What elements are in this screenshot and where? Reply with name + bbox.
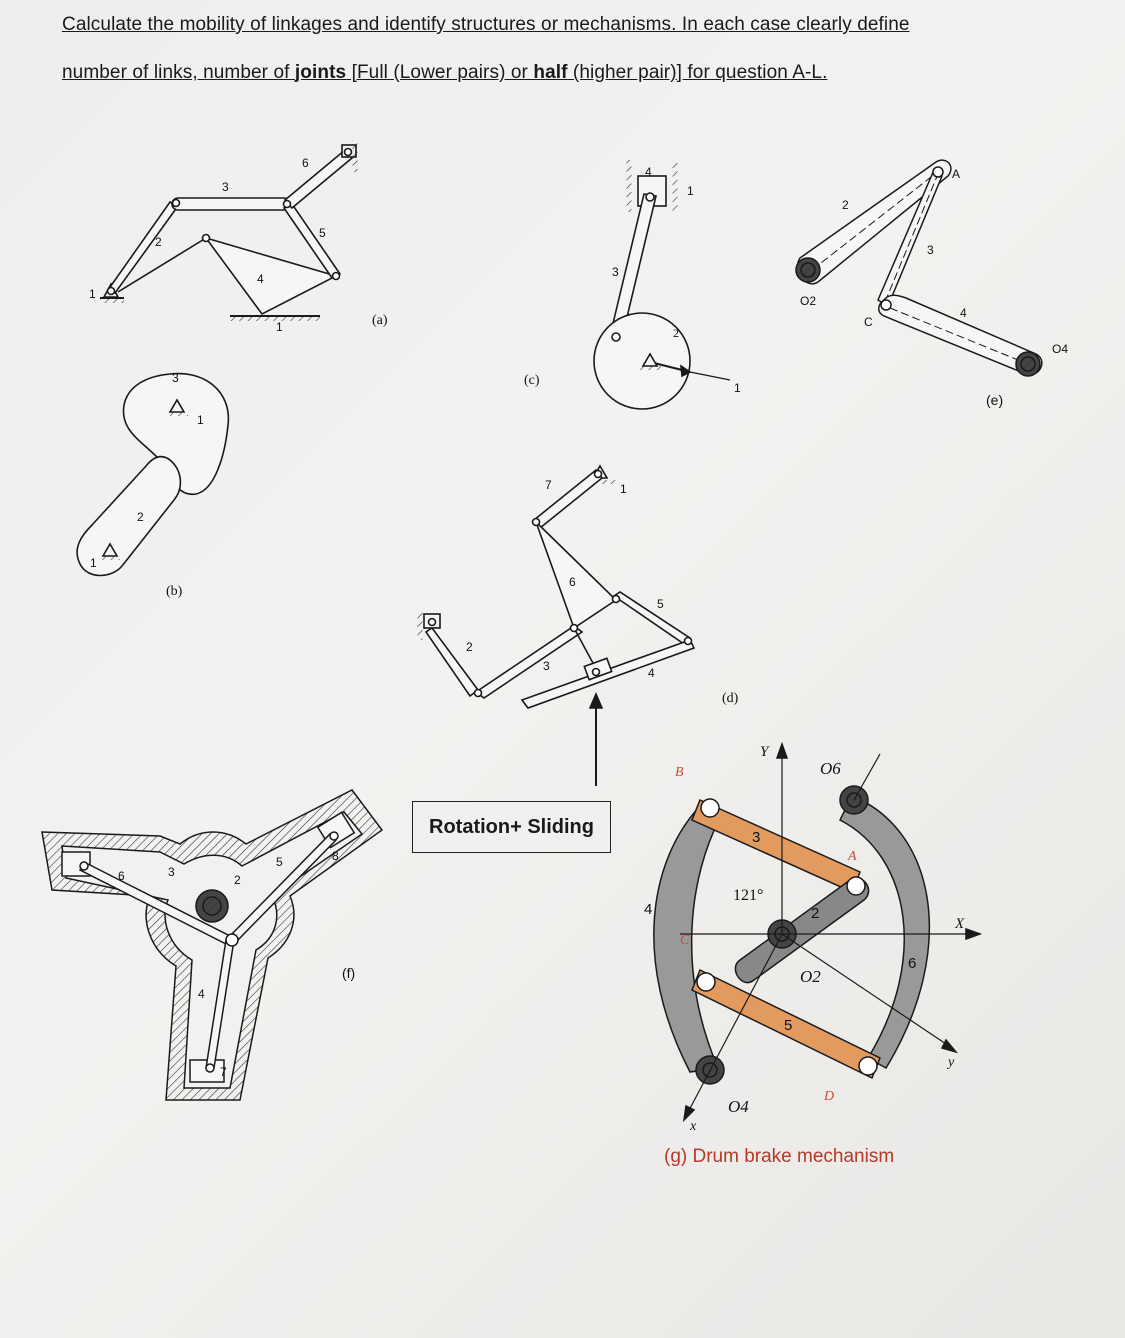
- g-label-C: C: [680, 933, 690, 948]
- d-link-7: 7: [545, 478, 552, 492]
- f-caption: (f): [342, 965, 355, 981]
- g-label-x: x: [689, 1119, 697, 1134]
- figure-a-labels: 1 2 3 4 5 6 1 (a): [89, 156, 388, 334]
- figure-e-labels: A 2 3 4 O2 C O4 (e): [800, 167, 1068, 408]
- e-link-3: 3: [927, 243, 934, 257]
- b-caption: (b): [166, 584, 183, 599]
- a-caption: (a): [372, 313, 388, 328]
- g-label-X: X: [954, 916, 965, 932]
- d-caption: (d): [722, 691, 739, 706]
- figure-g: [653, 741, 983, 1123]
- c-link-1-right: 1: [734, 381, 741, 395]
- g-label-y: y: [946, 1055, 955, 1070]
- rotation-sliding-text: Rotation+ Sliding: [429, 815, 594, 838]
- g-link-2: 2: [811, 905, 819, 922]
- f-link-3: 3: [168, 865, 175, 879]
- g-link-6: 6: [908, 955, 916, 972]
- rotation-sliding-box: Rotation+ Sliding: [412, 801, 611, 853]
- figure-c-labels: 4 1 3 2 1 (c): [524, 165, 741, 395]
- g-label-D: D: [823, 1089, 834, 1104]
- question-text-2c: [Full (Lower pairs) or: [346, 62, 534, 83]
- c-link-1-top: 1: [687, 184, 694, 198]
- b-link-1-top: 1: [197, 413, 204, 427]
- e-link-2: 2: [842, 198, 849, 212]
- f-link-5: 5: [276, 855, 283, 869]
- a-link-3: 3: [222, 180, 229, 194]
- g-label-O2: O2: [800, 967, 821, 986]
- d-link-1: 1: [620, 482, 627, 496]
- f-link-4: 4: [198, 987, 205, 1001]
- question-line-2: number of links, number of joints [Full …: [62, 62, 827, 84]
- figure-d-labels: 7 1 6 5 2 3 4 (d): [466, 478, 739, 706]
- c-caption: (c): [524, 373, 540, 388]
- g-link-5: 5: [784, 1017, 792, 1034]
- e-label-O2: O2: [800, 294, 816, 308]
- a-link-1-bottom: 1: [276, 320, 283, 334]
- g-link-4: 4: [644, 901, 652, 918]
- a-link-4: 4: [257, 272, 264, 286]
- a-link-6: 6: [302, 156, 309, 170]
- question-line-1: Calculate the mobility of linkages and i…: [62, 14, 910, 36]
- c-link-2: 2: [673, 326, 679, 340]
- d-link-2: 2: [466, 640, 473, 654]
- figure-b: [76, 372, 230, 577]
- c-link-4: 4: [645, 165, 652, 179]
- b-link-3: 3: [172, 371, 179, 385]
- d-link-6: 6: [569, 575, 576, 589]
- g-label-B: B: [675, 765, 684, 780]
- figure-e: [795, 159, 1043, 377]
- b-link-1-bottom: 1: [90, 556, 97, 570]
- g-label-Y: Y: [760, 744, 770, 760]
- a-link-2: 2: [155, 235, 162, 249]
- g-angle-121: 121°: [733, 887, 763, 904]
- g-label-O6: O6: [820, 759, 841, 778]
- a-link-1-left: 1: [89, 287, 96, 301]
- d-link-5: 5: [657, 597, 664, 611]
- f-link-7: 7: [220, 1065, 227, 1079]
- question-text-2d: half: [533, 62, 568, 83]
- b-link-2: 2: [137, 510, 144, 524]
- g-caption: (g) Drum brake mechanism: [664, 1146, 895, 1167]
- question-text-2e: (higher pair)] for question A-L.: [567, 62, 828, 83]
- figure-a: [100, 140, 358, 321]
- f-link-2: 2: [234, 873, 241, 887]
- figure-f-labels: 6 3 2 5 8 4 7 (f): [118, 849, 355, 1079]
- g-link-3: 3: [752, 829, 760, 846]
- a-link-5: 5: [319, 226, 326, 240]
- f-link-6: 6: [118, 869, 125, 883]
- figure-c: [593, 160, 731, 410]
- figure-d: [417, 464, 696, 786]
- d-link-3: 3: [543, 659, 550, 673]
- g-label-A: A: [847, 849, 857, 864]
- question-text-2a: number of links, number of: [62, 62, 295, 83]
- question-text-1: Calculate the mobility of linkages and i…: [62, 14, 910, 35]
- e-caption: (e): [986, 392, 1003, 408]
- e-label-C: C: [864, 315, 873, 329]
- c-link-3: 3: [612, 265, 619, 279]
- g-label-O4: O4: [728, 1097, 749, 1116]
- figure-b-labels: 3 1 2 1 (b): [90, 371, 204, 599]
- figure-f: [41, 789, 384, 1101]
- figure-g-labels: B Y O6 3 A 121° 2 X 4 C O2 6 5 y D x O4: [644, 744, 965, 1134]
- e-link-4: 4: [960, 306, 967, 320]
- e-label-O4: O4: [1052, 342, 1068, 356]
- d-link-4: 4: [648, 666, 655, 680]
- f-link-8: 8: [332, 849, 339, 863]
- question-text-2b: joints: [294, 62, 347, 83]
- e-label-A: A: [952, 167, 960, 181]
